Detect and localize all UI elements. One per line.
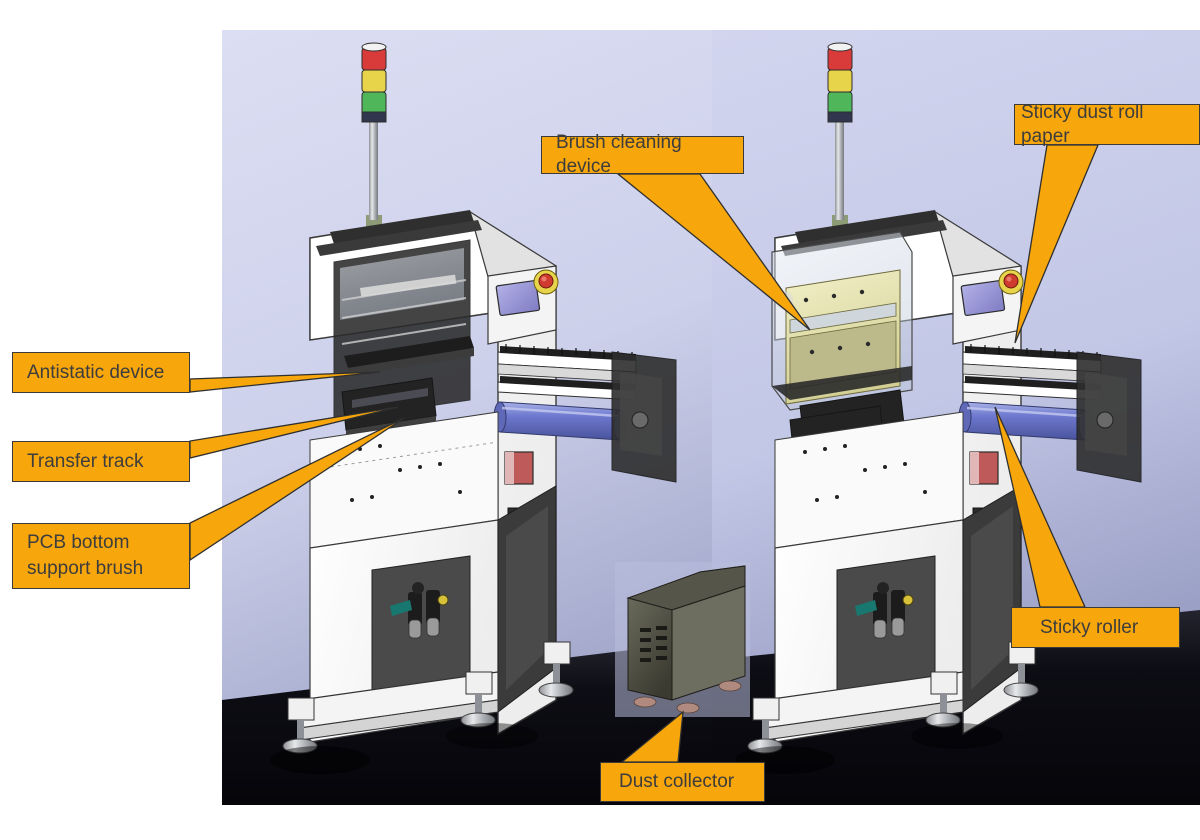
antistatic-device-left (344, 336, 474, 376)
control-panel-left (487, 265, 559, 345)
machine-right (735, 42, 1142, 774)
callout-label-transfer-track: Transfer track (27, 450, 144, 472)
callout-label-sticky-dust-roll-paper: Sticky dust roll paper (1021, 101, 1144, 147)
pointer-antistatic-device (189, 371, 381, 393)
machine-left (270, 42, 677, 774)
callout-pcb-bottom-support-brush[interactable]: PCB bottom support brush (12, 523, 190, 589)
pointer-pcb-bottom-support-brush (189, 417, 405, 562)
leveling-feet-left (282, 641, 574, 754)
callout-label-sticky-roller: Sticky roller (1040, 616, 1139, 638)
leveling-feet-right (747, 641, 1039, 754)
pneumatic-frl-unit-left (390, 582, 449, 639)
emergency-stop-left (533, 269, 559, 295)
emergency-stop-right (998, 269, 1024, 295)
callout-label-antistatic-device: Antistatic device (27, 361, 165, 383)
control-panel-right (952, 265, 1024, 345)
side-door-left (497, 485, 557, 714)
pointer-transfer-track (189, 406, 399, 459)
callout-brush-cleaning-device[interactable]: Brush cleaning device (541, 132, 744, 177)
side-door-right (962, 485, 1022, 714)
callout-label-pcb-bottom-support-brush: PCB bottom support brush (27, 532, 144, 579)
pointer-sticky-dust-roll-paper (1014, 144, 1099, 344)
callout-sticky-roller[interactable]: Sticky roller (1011, 607, 1180, 648)
callout-label-brush-cleaning-device: Brush cleaning device (556, 132, 682, 177)
callout-label-dust-collector: Dust collector (619, 771, 735, 792)
vent-slots (640, 626, 667, 662)
callout-pointers (189, 144, 1099, 763)
callout-transfer-track[interactable]: Transfer track (12, 441, 190, 482)
sticky-dust-roll-paper-right (962, 344, 1102, 401)
pointer-brush-cleaning-device (616, 173, 811, 331)
dust-collector-feet (633, 680, 742, 714)
dust-collector-unit (615, 562, 750, 717)
callout-dust-collector[interactable]: Dust collector (600, 762, 765, 802)
callout-sticky-dust-roll-paper[interactable]: Sticky dust roll paper (1014, 102, 1200, 147)
brush-cleaning-device-right (771, 231, 913, 441)
pneumatic-frl-unit-right (855, 582, 914, 639)
callout-antistatic-device[interactable]: Antistatic device (12, 352, 190, 393)
